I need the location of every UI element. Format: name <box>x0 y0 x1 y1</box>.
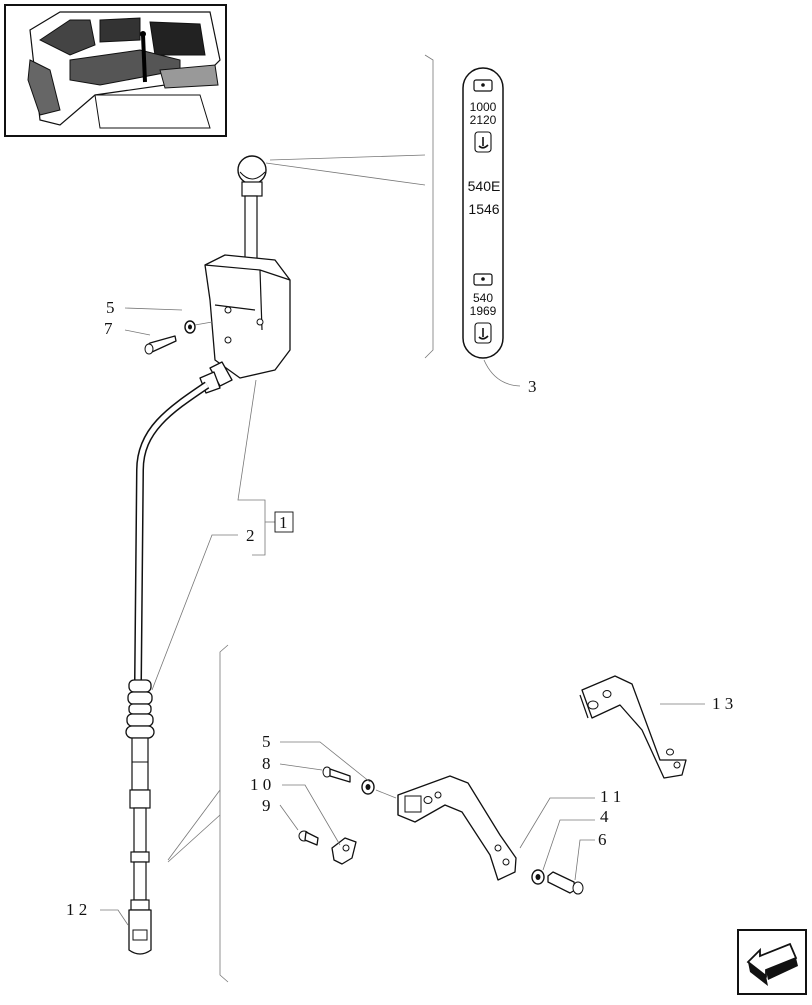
clip <box>331 837 357 865</box>
callout-1: 1 <box>279 513 288 532</box>
bolt <box>322 766 351 783</box>
callout-5: 5 <box>106 298 115 317</box>
callout-leader-2 <box>151 534 238 691</box>
callout-13: 1 3 <box>712 694 733 713</box>
plate-lower-speed: 540 <box>473 291 493 305</box>
plate-upper-speed: 1000 <box>470 100 497 114</box>
callout-leader-5b <box>280 741 371 783</box>
callout-9: 9 <box>262 796 271 815</box>
washer <box>531 869 545 885</box>
callout-2: 2 <box>246 526 255 545</box>
cable-bracket <box>397 775 517 881</box>
callout-leader-3 <box>483 359 521 387</box>
bolt <box>547 871 584 895</box>
callout-4: 4 <box>600 807 609 826</box>
lever-housing <box>199 254 291 394</box>
callout-7: 7 <box>104 319 113 338</box>
callout-leader-5 <box>124 307 183 311</box>
callout-leader-9 <box>279 804 299 831</box>
lever-direction-icon <box>474 131 492 153</box>
control-cable <box>125 381 210 955</box>
leader-line <box>375 789 397 799</box>
callout-box-1 <box>274 511 294 533</box>
bolt <box>144 335 177 355</box>
callout-leader-10 <box>282 784 341 846</box>
callout-leader-6 <box>574 839 595 881</box>
callout-8: 8 <box>262 754 271 773</box>
next-page-arrow-icon[interactable] <box>737 929 807 995</box>
leader-line <box>167 789 221 861</box>
plate-bracket <box>424 54 434 359</box>
washer <box>184 320 196 334</box>
leader-line <box>265 162 426 186</box>
callout-leader-8 <box>279 763 323 771</box>
group-bracket <box>219 644 229 983</box>
callout-leader-12 <box>100 909 129 926</box>
leader-line <box>194 321 213 326</box>
leader-line <box>269 154 426 161</box>
speed-decal-plate: 1000 2120 540E 1546 540 1969 <box>462 67 504 359</box>
control-lever <box>237 155 267 267</box>
callout-11: 1 1 <box>600 787 621 806</box>
washer <box>361 779 375 795</box>
support-bracket <box>579 675 687 779</box>
callout-leader-7 <box>124 329 151 336</box>
callout-5b: 5 <box>262 732 271 751</box>
pto-engage-icon <box>473 79 493 92</box>
plate-upper-rpm: 2120 <box>470 113 497 127</box>
bolt <box>298 830 319 846</box>
plate-lower-rpm: 1969 <box>470 304 497 318</box>
callout-3: 3 <box>528 377 537 396</box>
lever-direction-icon <box>474 322 492 344</box>
plate-mid-speed: 540E <box>468 178 501 194</box>
tractor-cab-location-icon <box>4 4 227 137</box>
callout-leader-11 <box>519 797 595 849</box>
leader-line <box>167 814 221 863</box>
callout-6: 6 <box>598 830 607 849</box>
callout-12: 1 2 <box>66 900 87 919</box>
plate-mid-rpm: 1546 <box>468 201 499 217</box>
callout-bracket-1 <box>237 379 266 556</box>
callout-leader-4 <box>542 819 595 871</box>
pto-engage-icon <box>473 273 493 286</box>
callout-10: 1 0 <box>250 775 271 794</box>
